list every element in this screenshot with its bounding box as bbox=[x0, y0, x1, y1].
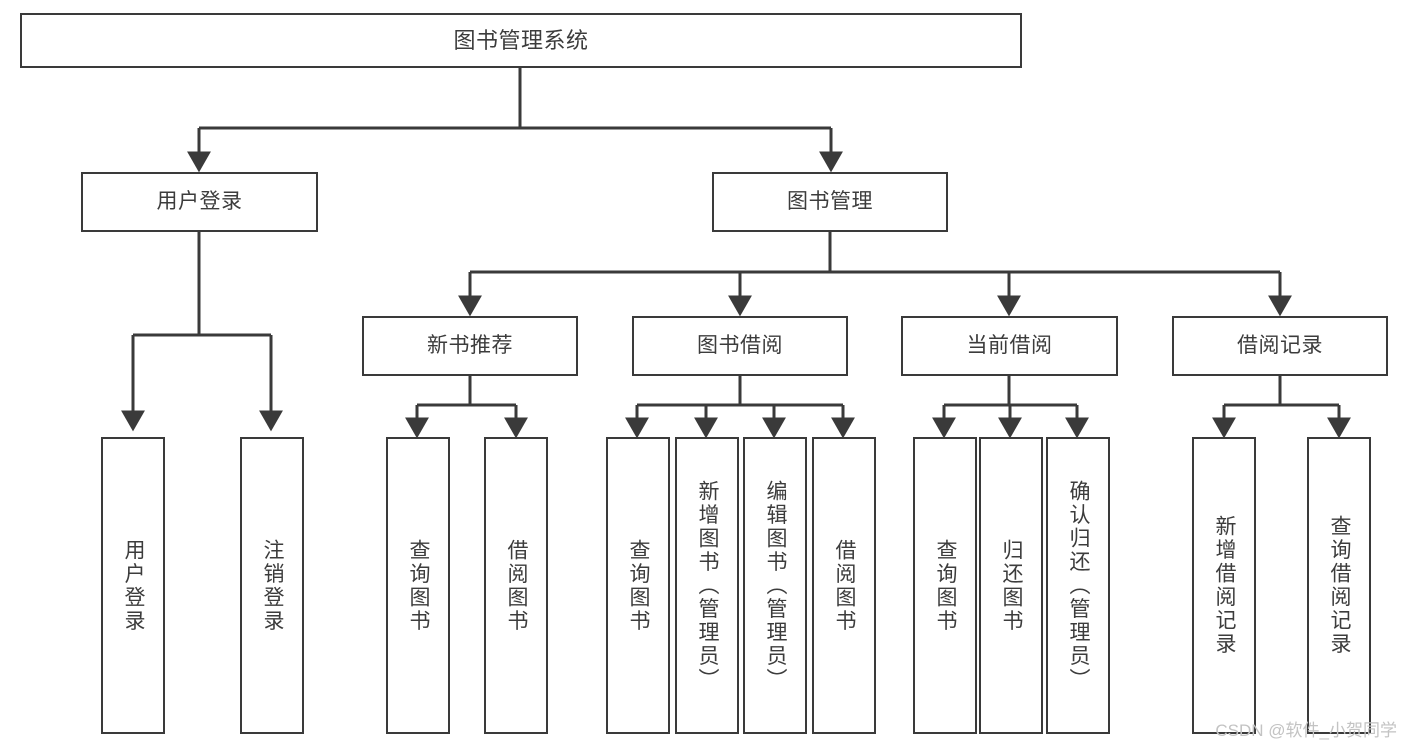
node-label: 用户登录 bbox=[156, 189, 243, 213]
node-label: 图书管理系统 bbox=[453, 27, 589, 53]
node-label: 确认归还（管理员） bbox=[1067, 479, 1091, 692]
node-label: 新书推荐 bbox=[427, 333, 513, 357]
leaf-query-record[interactable]: 查询借阅记录 bbox=[1307, 437, 1371, 734]
node-root-system[interactable]: 图书管理系统 bbox=[20, 13, 1022, 68]
leaf-query-book-1[interactable]: 查询图书 bbox=[386, 437, 450, 734]
node-label: 查询图书 bbox=[407, 538, 431, 633]
node-label: 当前借阅 bbox=[966, 333, 1053, 357]
node-label: 用户登录 bbox=[122, 538, 146, 633]
node-label: 编辑图书（管理员） bbox=[764, 479, 788, 692]
leaf-add-book[interactable]: 新增图书（管理员） bbox=[675, 437, 739, 734]
node-label: 图书管理 bbox=[787, 189, 873, 213]
leaf-confirm-return[interactable]: 确认归还（管理员） bbox=[1046, 437, 1110, 734]
node-label: 借阅图书 bbox=[833, 538, 857, 633]
leaf-user-login[interactable]: 用户登录 bbox=[101, 437, 165, 734]
node-label: 图书借阅 bbox=[697, 333, 783, 357]
leaf-logout-login[interactable]: 注销登录 bbox=[240, 437, 304, 734]
leaf-return-book[interactable]: 归还图书 bbox=[979, 437, 1043, 734]
leaf-edit-book[interactable]: 编辑图书（管理员） bbox=[743, 437, 807, 734]
node-borrow-record[interactable]: 借阅记录 bbox=[1172, 316, 1388, 376]
leaf-borrow-book-1[interactable]: 借阅图书 bbox=[484, 437, 548, 734]
node-label: 新增借阅记录 bbox=[1213, 515, 1237, 656]
node-user-login[interactable]: 用户登录 bbox=[81, 172, 318, 232]
node-current-borrow[interactable]: 当前借阅 bbox=[901, 316, 1118, 376]
leaf-add-record[interactable]: 新增借阅记录 bbox=[1192, 437, 1256, 734]
leaf-query-book-3[interactable]: 查询图书 bbox=[913, 437, 977, 734]
node-label: 查询图书 bbox=[627, 538, 651, 633]
node-label: 注销登录 bbox=[261, 538, 285, 633]
node-label: 查询借阅记录 bbox=[1328, 515, 1352, 656]
node-label: 查询图书 bbox=[934, 538, 958, 633]
node-label: 借阅图书 bbox=[505, 538, 529, 633]
node-label: 新增图书（管理员） bbox=[696, 479, 720, 692]
node-book-manage[interactable]: 图书管理 bbox=[712, 172, 948, 232]
node-label: 归还图书 bbox=[1000, 538, 1024, 633]
csdn-watermark: CSDN @软件_小贺同学 bbox=[1215, 721, 1397, 740]
node-label: 借阅记录 bbox=[1237, 333, 1323, 357]
node-book-borrow[interactable]: 图书借阅 bbox=[632, 316, 848, 376]
leaf-query-book-2[interactable]: 查询图书 bbox=[606, 437, 670, 734]
node-new-book-recommend[interactable]: 新书推荐 bbox=[362, 316, 578, 376]
leaf-borrow-book-2[interactable]: 借阅图书 bbox=[812, 437, 876, 734]
